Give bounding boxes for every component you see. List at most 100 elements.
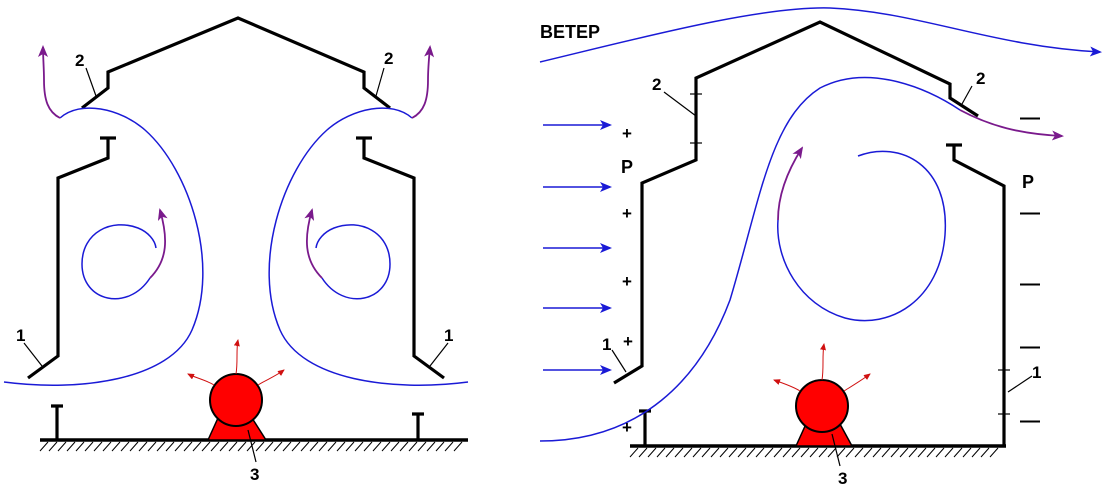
circulation-arrow [777,146,804,221]
hatch-mark [48,441,58,452]
negative-pressure-sign: — [1020,336,1040,358]
hatch-mark [908,447,918,458]
negative-pressure-sign: — [1020,202,1040,224]
right-door-post [412,412,424,440]
hatch-mark [629,447,639,458]
hatch-mark [980,447,990,458]
hatch-mark [782,447,792,458]
exhaust-arrow-left [38,45,61,119]
heat-ray-up [233,339,240,375]
hatch-mark [737,447,747,458]
leader-1-leeward [1007,375,1033,393]
hatch-mark [638,447,648,458]
leader-1-windward [611,349,627,373]
hatch-mark [228,441,238,452]
circulation-loop-right-inner [315,224,391,300]
hatch-mark [219,441,229,452]
hatch-mark [156,441,166,452]
exhaust-arrow [959,109,1064,141]
hatch-mark [656,447,666,458]
hatch-mark [701,447,711,458]
label-vent-lower-right: 1 [444,326,453,345]
hatch-mark [845,447,855,458]
left-wall [27,138,110,380]
leader-2-windward [663,91,697,117]
hatch-mark [917,447,927,458]
hatch-mark [746,447,756,458]
label-vent-lower-windward: 1 [602,335,611,354]
roof [81,16,391,110]
hatch-mark [336,441,346,452]
hatch-mark [755,447,765,458]
leader-1-right [429,342,449,367]
hatch-mark [300,441,310,452]
hatch-mark [120,441,130,452]
hatch-mark [665,447,675,458]
hatch-mark [138,441,148,452]
hatch-mark [408,441,418,452]
hatch-mark [129,441,139,452]
hatch-mark [962,447,972,458]
label-heat-source: 3 [250,465,259,484]
hatch-mark [417,441,427,452]
hatch-mark [935,447,945,458]
hatch-mark [773,447,783,458]
hatch-mark [84,441,94,452]
leader-1-left [23,342,43,367]
hatch-mark [674,447,684,458]
negative-pressure-sign: — [1020,273,1040,295]
hatch-mark [291,441,301,452]
hatch-mark [57,441,67,452]
hatch-mark [836,447,846,458]
hatch-mark [390,441,400,452]
hatch-mark [827,447,837,458]
hatch-mark [426,441,436,452]
hatch-mark [818,447,828,458]
heat-ray-left [187,373,215,386]
cold-air-stream-left [3,107,204,386]
right-wall [362,138,445,380]
positive-pressure-sign: + [622,418,632,437]
hatch-mark [444,441,454,452]
hatch-mark [890,447,900,458]
hatch-mark [345,441,355,452]
hatch-mark [75,441,85,452]
hatch-mark [800,447,810,458]
hatch-mark [264,441,274,452]
hatch-mark [381,441,391,452]
hatch-mark [710,447,720,458]
hatch-mark [93,441,103,452]
hatch-mark [246,441,256,452]
hatch-mark [273,441,283,452]
heat-source-body [795,379,849,433]
hatch-mark [372,441,382,452]
hatch-mark [165,441,175,452]
heat-ray-left [773,379,801,392]
label-vent-upper-leeward: 2 [976,69,985,88]
hatch-mark [183,441,193,452]
positive-pressure-sign: + [622,204,632,223]
hatch-mark [354,441,364,452]
label-heat-source: 3 [838,469,847,488]
hatch-mark [147,441,157,452]
heat-ray-up [820,343,826,381]
ground-hatching [39,441,463,452]
label-vent-upper-windward: 2 [652,75,661,94]
leader-2-leeward [961,85,973,105]
circulation-loop [777,150,947,322]
leeward-wall [952,145,1006,446]
hatch-mark [683,447,693,458]
hatch-mark [791,447,801,458]
positive-pressure-sign: + [622,272,632,291]
hatch-mark [327,441,337,452]
hatch-mark [435,441,445,452]
positive-pressure-sign: + [623,332,633,351]
building-outline [613,20,979,385]
left-door-post [51,404,63,440]
hatch-mark [399,441,409,452]
hatch-mark [192,441,202,452]
label-vent-upper-left: 2 [75,51,84,70]
leader-2-left [85,67,97,97]
circulation-arrow-left [149,208,168,279]
